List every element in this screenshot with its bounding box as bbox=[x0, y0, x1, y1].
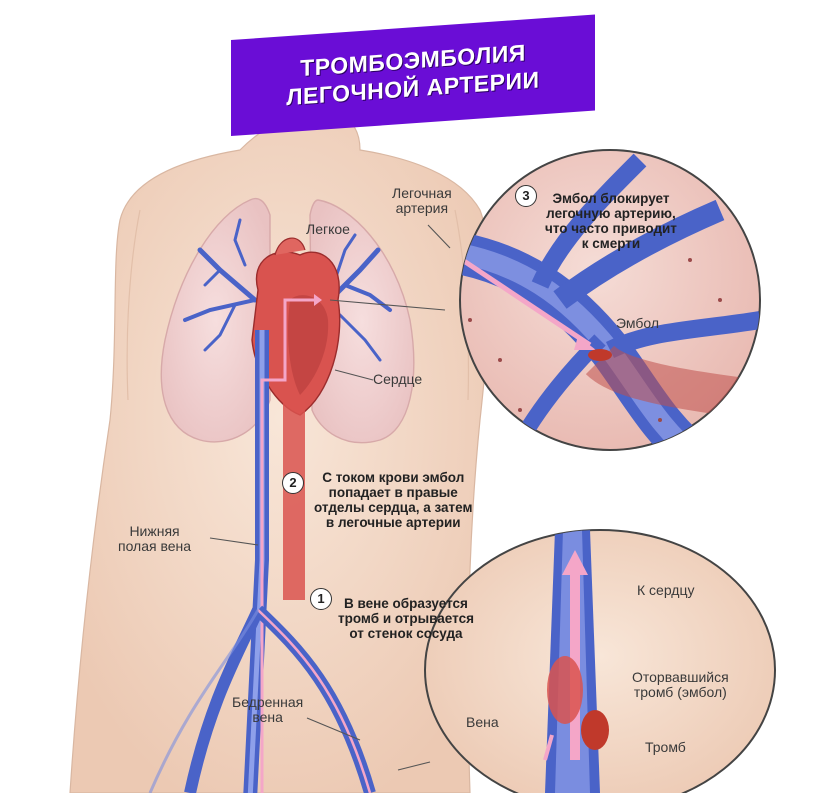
label-detached-thrombus: Оторвавшийся тромб (эмбол) bbox=[632, 670, 729, 700]
label-to-heart: К сердцу bbox=[637, 583, 694, 598]
step-1-text: В вене образуется тромб и отрывается от … bbox=[338, 596, 474, 641]
step-3-text: Эмбол блокирует легочную артерию, что ча… bbox=[545, 191, 677, 251]
label-inferior-vena-cava: Нижняя полая вена bbox=[118, 524, 191, 554]
magnified-vein-view bbox=[425, 530, 775, 793]
step-3-number: 3 bbox=[515, 185, 537, 207]
step-2-text: С током крови эмбол попадает в правые от… bbox=[314, 470, 472, 530]
label-heart: Сердце bbox=[373, 372, 422, 387]
label-thrombus: Тромб bbox=[645, 740, 686, 755]
label-lung: Легкое bbox=[306, 222, 350, 237]
label-embolus: Эмбол bbox=[616, 316, 659, 331]
label-femoral-vein: Бедренная вена bbox=[232, 695, 303, 725]
step-2-number: 2 bbox=[282, 472, 304, 494]
label-vein: Вена bbox=[466, 715, 499, 730]
label-pulmonary-artery: Легочная артерия bbox=[392, 186, 452, 216]
step-1-number: 1 bbox=[310, 588, 332, 610]
